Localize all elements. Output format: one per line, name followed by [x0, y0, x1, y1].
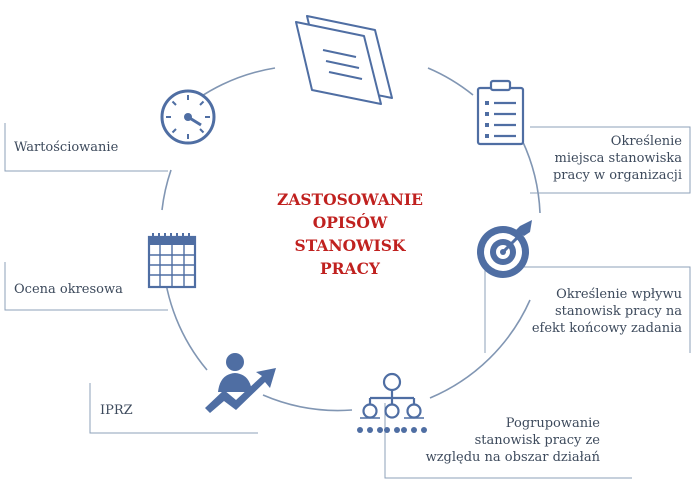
org-chart-icon: [357, 372, 427, 433]
box-wartosciowanie: [4, 123, 168, 172]
label-line: Wartościowanie: [14, 140, 119, 155]
center-title-line: OPISÓW: [312, 213, 388, 232]
center-title: ZASTOSOWANIE OPISÓW STANOWISK PRACY: [245, 188, 455, 280]
label-line: stanowisk pracy ze: [474, 433, 600, 448]
label-iprz: IPRZ: [100, 402, 133, 419]
label-line: pracy w organizacji: [552, 168, 682, 183]
label-miejsce-stanowiska: Określenie miejsca stanowiska pracy w or…: [530, 133, 682, 184]
clipboard-icon: [476, 79, 525, 146]
circle-ring: [161, 67, 541, 412]
calendar-icon: [147, 233, 197, 289]
documents-icon: [295, 15, 393, 105]
label-pogrupowanie: Pogrupowanie stanowisk pracy ze względu …: [385, 415, 600, 466]
target-icon: [477, 220, 532, 278]
label-line: Pogrupowanie: [505, 416, 600, 431]
gauge-icon: [160, 89, 216, 145]
center-title-line: ZASTOSOWANIE: [277, 190, 423, 209]
box-wplyw: [484, 266, 691, 353]
box-miejsce: [530, 126, 691, 194]
label-line: efekt końcowy zadania: [531, 321, 682, 336]
label-wartosciowanie: Wartościowanie: [14, 139, 118, 156]
label-line: Określenie wpływu: [556, 287, 682, 302]
label-line: Ocena okresowa: [14, 282, 123, 297]
label-line: miejsca stanowiska: [554, 151, 682, 166]
center-title-line: PRACY: [320, 259, 380, 278]
box-iprz: [89, 383, 258, 434]
box-ocena: [4, 262, 168, 311]
label-line: Określenie: [610, 134, 682, 149]
label-line: stanowisk pracy na: [555, 304, 682, 319]
center-title-line: STANOWISK: [294, 236, 406, 255]
label-line: IPRZ: [100, 403, 133, 418]
person-growth-icon: [205, 353, 276, 413]
label-wplyw-stanowisk: Określenie wpływu stanowisk pracy na efe…: [500, 286, 682, 337]
label-line: względu na obszar działań: [425, 450, 600, 465]
label-ocena-okresowa: Ocena okresowa: [14, 281, 123, 298]
